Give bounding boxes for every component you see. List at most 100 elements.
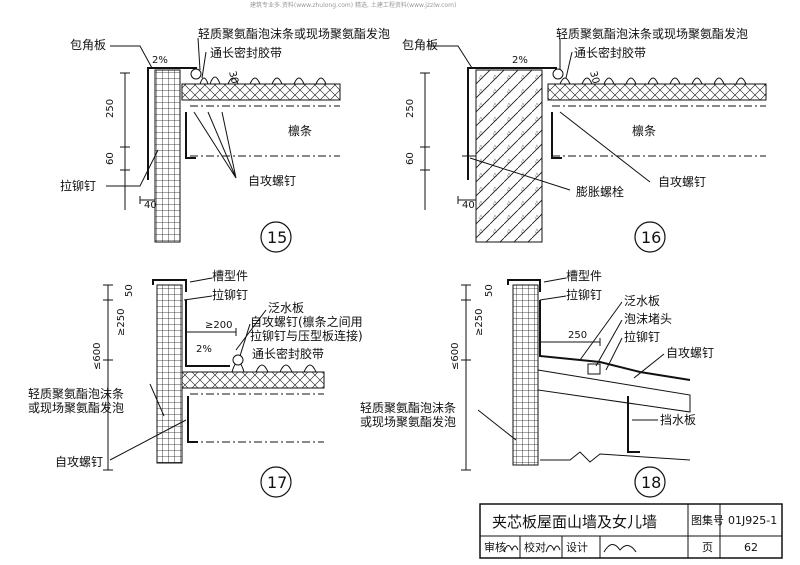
label-foam-1: 轻质聚氨酯泡沫条 [28, 387, 124, 401]
label-foam-1: 轻质聚氨酯泡沫条 [360, 401, 456, 415]
design-label: 设计 [566, 541, 588, 554]
dimension-lines [420, 72, 476, 210]
dim-60: 60 [405, 152, 416, 165]
slope-label: 2% [196, 344, 212, 355]
wall-panel [156, 284, 183, 464]
detail-number-circle [634, 221, 666, 253]
atlas-label: 图集号 [691, 513, 724, 527]
dim-40: 40 [144, 200, 157, 211]
dim-50: 50 [124, 284, 135, 297]
label-channel: 槽型件 [212, 269, 248, 283]
dim-250: ≥250 [474, 309, 485, 336]
label-purlin: 檩条 [632, 123, 656, 138]
label-sealing-tape: 通长密封胶带 [210, 45, 282, 60]
wall-panel [154, 69, 181, 243]
label-channel: 槽型件 [566, 269, 602, 283]
purlin [185, 112, 196, 159]
label-self-tapping-screw: 自攻螺钉 [55, 455, 103, 469]
flashing [539, 300, 691, 381]
detail-number: 15 [267, 228, 287, 247]
label-self-tapping-screw: 自攻螺钉 [666, 346, 714, 360]
dim-60: 60 [105, 152, 116, 165]
roof-panel [181, 371, 325, 389]
channel-piece [507, 279, 541, 292]
detail-16: 250 60 40 2% 30 包角板 轻质聚氨酯泡沫条或现场聚氨酯发泡 通长密… [402, 26, 767, 253]
label-foam: 轻质聚氨酯泡沫条或现场聚氨酯发泡 [198, 26, 390, 41]
dimension-lines [120, 72, 155, 210]
label-foam-2: 或现场聚氨酯发泡 [360, 414, 456, 429]
wall-panel [512, 284, 539, 466]
foam-strip [552, 68, 564, 80]
title-block: 夹芯板屋面山墙及女儿墙 图集号 01J925-1 审核 校对 设计 页 62 [479, 503, 783, 559]
label-purlin: 檩条 [288, 123, 312, 138]
check-signature [545, 545, 561, 553]
design-signature [603, 544, 637, 553]
dim-200: ≥200 [205, 320, 232, 331]
review-label: 审核 [484, 540, 506, 554]
label-foam-2: 或现场聚氨酯发泡 [28, 400, 124, 415]
page-number: 62 [744, 541, 758, 554]
label-rivet-2: 拉铆钉 [624, 329, 660, 344]
label-rivet: 拉铆钉 [212, 287, 248, 302]
dimension-lines [103, 284, 237, 471]
label-self-tapping-screw: 自攻螺钉 [658, 175, 706, 189]
dim-600: ≤600 [92, 343, 103, 370]
flashing [185, 300, 230, 367]
label-foam: 轻质聚氨酯泡沫条或现场聚氨酯发泡 [556, 26, 748, 41]
slope-label: 2% [512, 55, 528, 66]
foam-plug [587, 363, 601, 375]
drawing-title: 夹芯板屋面山墙及女儿墙 [492, 513, 657, 531]
check-label: 校对 [524, 540, 546, 554]
watermark: 建筑专业多.资料(www.zhulong.com) 精选, 土建工程资料(www… [250, 1, 456, 9]
detail-number-circle [260, 221, 292, 253]
label-rivet: 拉铆钉 [566, 287, 602, 302]
label-screw-note-1: 自攻螺钉(檩条之间用 [250, 314, 363, 329]
foam-strip [232, 354, 244, 366]
label-corner-plate: 包角板 [70, 38, 106, 52]
label-self-tapping-screw: 自攻螺钉 [248, 174, 296, 188]
label-sealing-tape: 通长密封胶带 [252, 346, 324, 361]
label-baffle: 挡水板 [660, 413, 696, 427]
dimension-lines [461, 284, 601, 471]
label-rivet: 拉铆钉 [60, 178, 96, 193]
atlas-number: 01J925-1 [728, 514, 777, 527]
purlin [551, 112, 562, 159]
roof-panel [181, 83, 341, 101]
foam-strip [190, 68, 202, 80]
dim-250: 250 [405, 99, 416, 118]
detail-number: 16 [641, 228, 661, 247]
detail-15: 250 60 40 2% 30 包角板 轻质聚氨酯泡沫条或现场聚氨酯发泡 通长密… [60, 26, 390, 253]
baffle [627, 396, 640, 453]
roof-panel [537, 369, 691, 413]
dim-50: 50 [484, 284, 495, 297]
review-signature [503, 545, 519, 553]
concrete-wall [475, 69, 543, 243]
detail-number-circle [260, 466, 292, 498]
angle-label: 30 [587, 70, 601, 85]
dim-250-horizontal: 250 [568, 330, 587, 341]
label-flashing: 泛水板 [624, 294, 660, 308]
channel-piece [152, 279, 187, 292]
label-screw-note-2: 拉铆钉与压型板连接) [250, 328, 363, 343]
angle-label: 30 [226, 70, 240, 85]
label-expansion-bolt: 膨胀螺栓 [576, 184, 624, 199]
dim-40: 40 [462, 200, 475, 211]
detail-18: 50 ≥250 ≤600 250 槽型件 拉铆钉 泛水板 泡沫堵头 拉铆钉 自攻… [360, 269, 714, 498]
slope-label: 2% [152, 55, 168, 66]
detail-number-circle [634, 466, 666, 498]
detail-17: 50 ≥250 ≤600 ≥200 2% 槽型件 拉铆钉 泛水板 自攻螺钉(檩条… [28, 269, 363, 498]
label-sealing-tape: 通长密封胶带 [574, 45, 646, 60]
detail-number: 17 [267, 473, 287, 492]
label-foam-plug: 泡沫堵头 [624, 312, 672, 326]
page-label: 页 [702, 541, 713, 554]
label-flashing: 泛水板 [268, 301, 304, 315]
purlin [187, 396, 198, 443]
dim-600: ≤600 [450, 343, 461, 370]
roof-panel [547, 83, 767, 101]
dim-250: ≥250 [116, 309, 127, 336]
detail-number: 18 [641, 473, 661, 492]
dim-250: 250 [105, 99, 116, 118]
label-corner-plate: 包角板 [402, 38, 438, 52]
